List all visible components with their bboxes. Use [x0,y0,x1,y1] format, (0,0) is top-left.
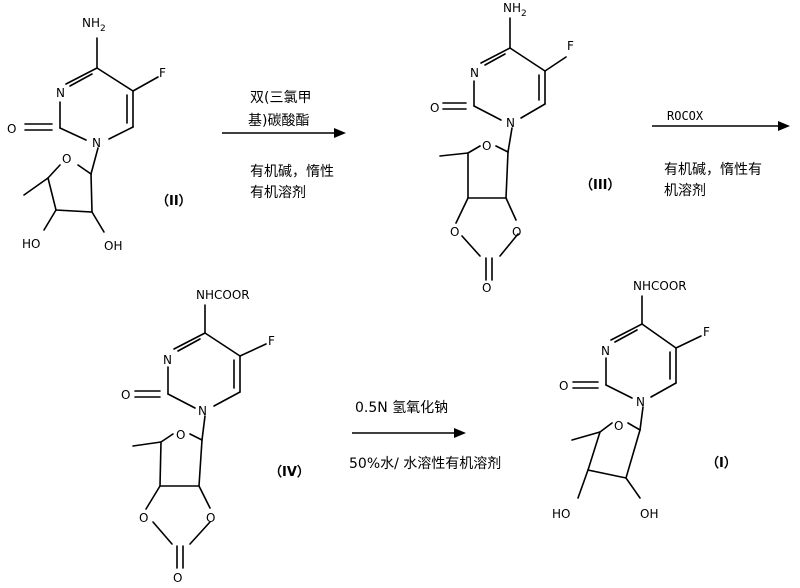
compound-i-oh: OH [640,507,658,521]
step1-reagent-line2: 基)碳酸酯 [248,112,309,129]
compound-i-label: （I） [706,455,737,471]
step1-condition-line2: 有机溶剂 [250,185,306,201]
compound-i-n3: N [601,344,610,358]
step1-condition-line1: 有机碱，惰性 [250,164,334,180]
compound-i-ring-o: O [614,419,623,433]
compound-iv-amine: NHCOOR [196,288,250,302]
compound-ii-n1: N [92,136,101,150]
step2-reagent: ROCOX [667,109,704,123]
compound-iii-n3: N [470,66,479,80]
compound-i-bonds [571,295,702,499]
compound-i-ho: HO [552,507,570,521]
compound-iv-carbonyl-o: O [173,571,182,585]
compound-iv-ring-o: O [176,428,185,442]
compound-iv-carbonate-o2: O [206,511,215,525]
step2-condition-line2: 机溶剂 [664,183,706,199]
compound-i-n1: N [636,395,645,409]
compound-iii-n1: N [506,116,515,130]
step3-condition: 50%水/ 水溶性有机溶剂 [349,456,501,472]
reaction-step-2: ROCOX 有机碱，惰性有 机溶剂 [652,109,790,199]
compound-iii-carbonyl-o: O [482,281,491,295]
compound-iii-o2: O [430,101,439,115]
compound-iii-f: F [567,39,574,53]
compound-iv-label: （IV） [269,464,310,480]
compound-ii-amine: NH2 [82,16,106,34]
compound-iv-o2: O [121,388,130,402]
reaction-step-1: 双(三氯甲 基)碳酸酯 有机碱，惰性 有机溶剂 [222,90,346,201]
compound-ii: NH2 N O N F O HO OH （II） [7,16,192,253]
compound-iii-carbonate-o2: O [512,225,521,239]
compound-iv-n1: N [198,404,207,418]
compound-iii-label: （III） [580,177,621,193]
compound-i-f: F [703,325,710,339]
step2-condition-line1: 有机碱，惰性有 [664,162,762,178]
compound-i-amine: NHCOOR [633,279,687,293]
step1-reagent-line1: 双(三氯甲 [250,90,311,106]
compound-ii-ring-o: O [62,152,71,166]
compound-iii-amine: NH2 [503,1,527,19]
compound-iii-ring-o: O [482,139,491,153]
compound-ii-bonds [23,37,159,233]
compound-ii-ho: HO [22,237,40,251]
compound-ii-f: F [159,66,166,80]
reaction-step-3: 0.5N 氢氧化钠 50%水/ 水溶性有机溶剂 [349,400,501,472]
compound-i: NHCOOR N O N F O HO OH （I） [552,279,737,521]
compound-iii: NH2 N O N F O O O O （III） [430,1,621,295]
compound-iv: NHCOOR N O N F O O O O （IV） [121,288,310,585]
step3-reagent: 0.5N 氢氧化钠 [355,400,448,416]
reaction-arrow-3-head [454,428,466,438]
compound-iv-n3: N [163,353,172,367]
reaction-arrow-2-head [778,121,790,131]
compound-iv-carbonate-o1: O [139,511,148,525]
compound-iii-carbonate-o1: O [450,225,459,239]
compound-iv-bonds [132,304,267,569]
compound-ii-label: （II） [156,193,192,209]
reaction-arrow-1-head [334,128,346,138]
compound-iii-bonds [439,17,567,281]
compound-ii-oh: OH [104,239,122,253]
compound-i-o2: O [559,379,568,393]
compound-ii-n3: N [56,86,65,100]
compound-ii-o2: O [7,122,16,136]
compound-iv-f: F [268,334,275,348]
